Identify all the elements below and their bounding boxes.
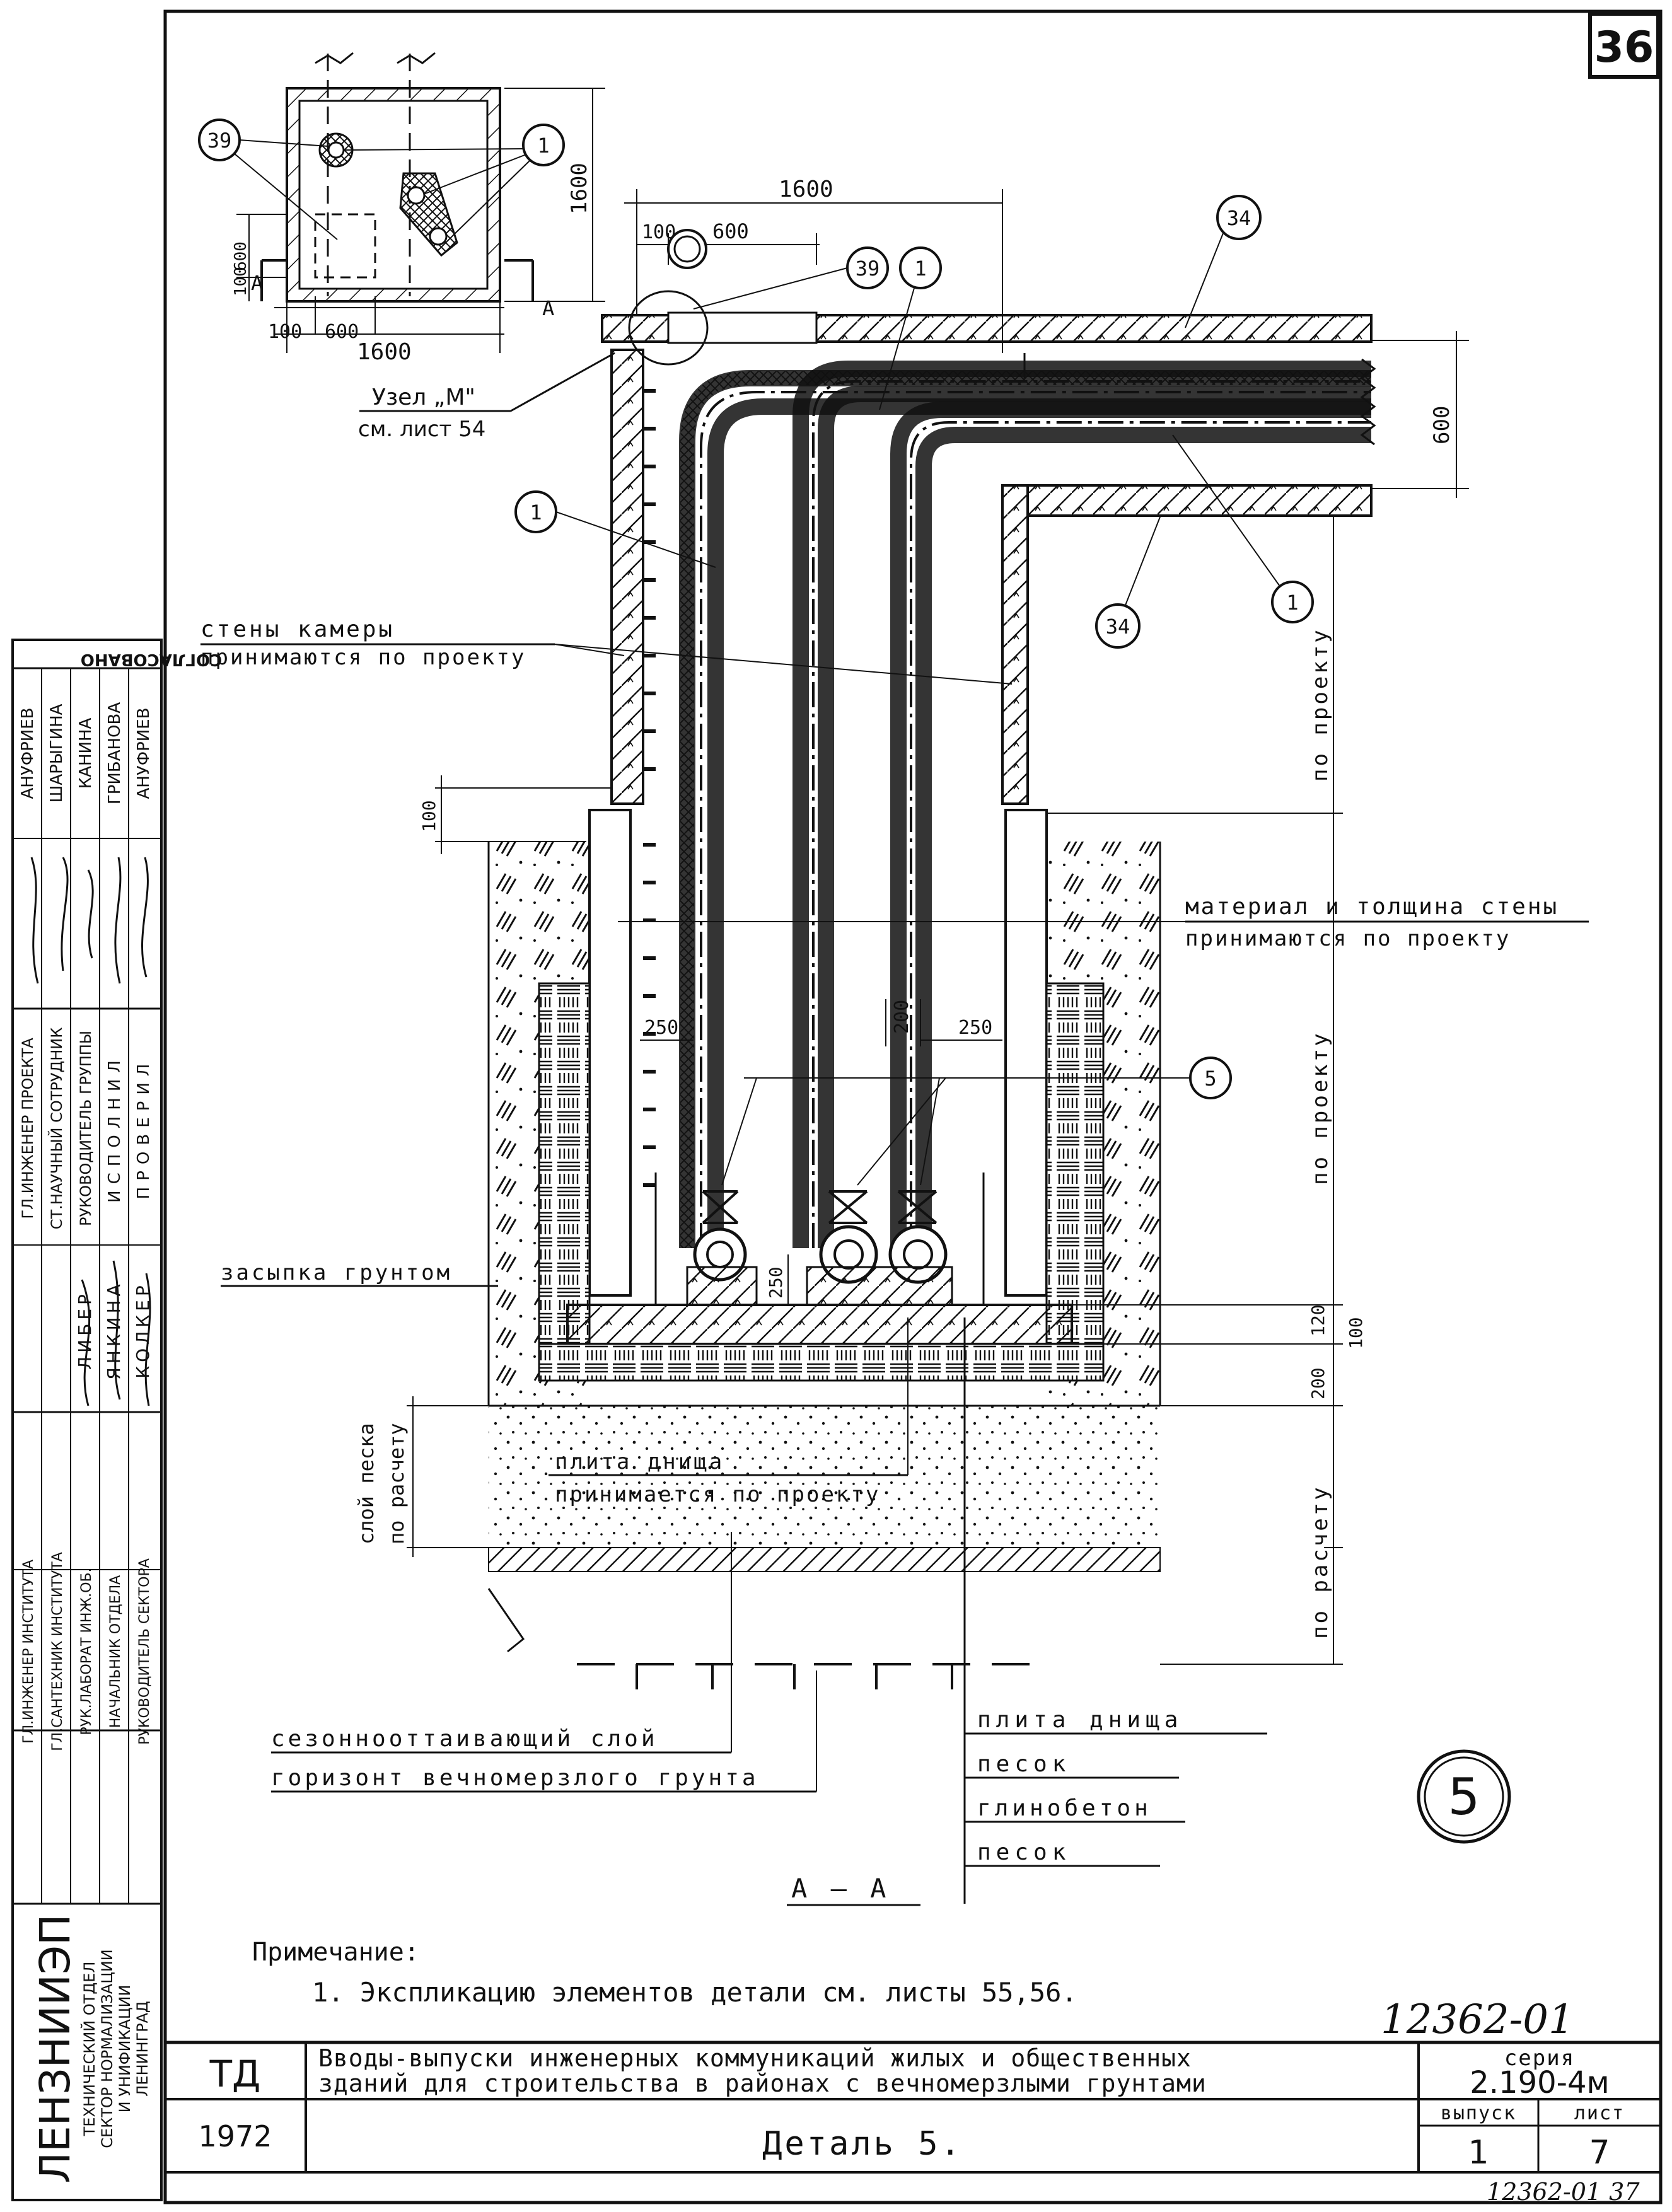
node-label: Узел „М" (372, 385, 475, 410)
layer-legend: плита днища песок глинобетон песок (963, 1317, 1267, 1904)
agreed-name-2: ШАРЫГИНА (47, 704, 66, 802)
issue-label: выпуск (1441, 2102, 1516, 2124)
title-line-1: Вводы-выпуски инженерных коммуникаций жи… (318, 2044, 1192, 2072)
plan-section-mark-right: A (542, 296, 554, 320)
material-label-2: принимаются по проекту (1185, 926, 1511, 951)
seasonal-layer-label: сезоннооттаивающий слой (271, 1726, 658, 1752)
note-block: Примечание: 1. Экспликацию элементов дет… (252, 1938, 1077, 2008)
legend-item-4: песок (977, 1839, 1071, 1865)
role-b-5: РУКОВОДИТЕЛЬ СЕКТОРА (137, 1558, 153, 1745)
signatures-agreed (30, 857, 149, 984)
legend-item-1: плита днища (977, 1707, 1183, 1733)
callout-1b: 1 (530, 501, 542, 524)
walls-label-2: принимаются по проекту (200, 645, 526, 670)
plan-dim-height: 1600 (567, 163, 592, 214)
archive-number: 12362-01 (1381, 1996, 1574, 2043)
dim-600-right: 600 (1429, 406, 1454, 444)
agreed-name-4: ГРИБАНОВА (105, 702, 124, 804)
org-name: ЛЕНЗНИИЭП (31, 1914, 79, 2183)
section-title: А — А (791, 1873, 890, 1904)
role-b-3: РУК.ЛАБОРАТ ИНЖ.ОБ. (79, 1568, 95, 1735)
sheet-label: лист (1574, 2102, 1625, 2124)
plan-section-mark-left: A (251, 271, 263, 295)
series-label: серия (1504, 2046, 1575, 2071)
by-project-1: по проекту (1308, 627, 1333, 782)
legend-item-2: песок (977, 1751, 1071, 1777)
dim-250-c: 250 (765, 1266, 786, 1299)
org-sub-4: ЛЕНИНГРАД (134, 2001, 151, 2097)
role-a-1: ГЛ.ИНЖЕНЕР ПРОЕКТА (19, 1038, 37, 1219)
dim-100-r: 100 (1345, 1317, 1366, 1349)
dim-100-left: 100 (419, 800, 439, 832)
callout-34b: 34 (1106, 615, 1130, 639)
role-a-5: ПРОВЕРИЛ (134, 1058, 153, 1200)
sheet-value: 7 (1589, 2134, 1610, 2172)
org-sub-3: И УНИФИКАЦИИ (116, 1985, 134, 2113)
role-b-2: ГЛ.САНТЕХНИК ИНСТИТУТА (50, 1552, 66, 1751)
name-a-1: ЛИБЕР (74, 1290, 95, 1370)
issue-value: 1 (1468, 2134, 1489, 2172)
signatures-a (81, 1260, 151, 1406)
dim-250-b: 250 (958, 1017, 992, 1039)
sand-layer-2: по расчету (385, 1423, 409, 1544)
plan-dim-100v: 100 (231, 267, 250, 296)
callout-34a: 34 (1227, 206, 1251, 230)
org-sub-2: СЕКТОР НОРМАЛИЗАЦИИ (98, 1949, 116, 2148)
td-label: ТД (209, 2053, 261, 2095)
agreed-name-3: КАНИНА (76, 718, 95, 789)
title-line-2: зданий для строительства в районах с веч… (318, 2070, 1207, 2097)
role-a-3: РУКОВОДИТЕЛЬ ГРУППЫ (77, 1031, 95, 1226)
plan-dim-width: 1600 (357, 339, 412, 365)
dim-600-top: 600 (712, 219, 749, 243)
agreed-name-5: АНУФРИЕВ (134, 708, 153, 799)
plan-callout-39: 39 (207, 129, 232, 153)
note-line-1: 1. Экспликацию элементов детали см. лист… (312, 1977, 1077, 2008)
agreed-label: СОГЛАСОВАНО (81, 650, 222, 669)
role-a-4: ИСПОЛНИЛ (105, 1054, 124, 1203)
sheet-corner-number: 36 (1594, 23, 1654, 72)
dim-120: 120 (1308, 1304, 1328, 1336)
role-b-1: ГЛ.ИНЖЕНЕР ИНСТИТУТА (21, 1560, 37, 1744)
series-value: 2.190-4м (1470, 2065, 1609, 2100)
dim-200: 200 (891, 1000, 913, 1034)
slab-label-1: плита днища (555, 1449, 724, 1474)
backfill-label: засыпка грунтом (221, 1260, 452, 1285)
sand-layer-1: слой песка (354, 1423, 378, 1544)
legend-item-3: глинобетон (977, 1795, 1152, 1821)
role-b-4: НАЧАЛЬНИК ОТДЕЛА (108, 1575, 124, 1728)
callout-39: 39 (856, 257, 880, 281)
plan-view: A A 1600 100 600 1600 600 100 39 1 Узел … (198, 52, 615, 442)
by-calc: по расчету (1308, 1485, 1333, 1639)
material-label-1: материал и толщина стены (1185, 894, 1559, 920)
agreed-name-1: АНУФРИЕВ (18, 708, 37, 799)
section-view: 1600 100 600 600 (200, 177, 1589, 1906)
plan-dim-600v: 600 (231, 241, 250, 271)
node-ref: см. лист 54 (358, 417, 485, 442)
plan-dim-600: 600 (325, 321, 359, 343)
by-project-2: по проекту (1308, 1031, 1333, 1185)
callout-5: 5 (1204, 1067, 1216, 1091)
year: 1972 (198, 2119, 272, 2153)
bottom-code: 12362-01 37 (1487, 2178, 1640, 2206)
slab-label-2: принимается по проекту (555, 1482, 880, 1507)
dim-1600: 1600 (779, 177, 833, 202)
detail-title: Деталь 5. (762, 2125, 963, 2163)
callout-1a: 1 (914, 257, 926, 281)
plan-dim-100: 100 (268, 321, 302, 343)
dim-250-a: 250 (644, 1017, 678, 1039)
role-a-2: СТ.НАУЧНЫЙ СОТРУДНИК (47, 1028, 66, 1230)
sheet-frame: 36 12362-01 37 (163, 9, 1663, 2206)
dim-200-r: 200 (1308, 1367, 1328, 1399)
org-sub-1: ТЕХНИЧЕСКИЙ ОТДЕЛ (80, 1962, 98, 2137)
note-heading: Примечание: (252, 1938, 419, 1967)
walls-label-1: стены камеры (200, 617, 395, 642)
permafrost-label: горизонт вечномерзлого грунта (271, 1765, 759, 1791)
side-stamp: СОГЛАСОВАНО АНУФРИЕВ ШАРЫГИНА КАНИНА ГРИ… (11, 639, 222, 2201)
title-block: ТД 1972 Вводы-выпуски инженерных коммуни… (165, 2041, 1661, 2172)
plan-callout-1: 1 (537, 134, 549, 158)
detail-number: 5 (1448, 1768, 1480, 1826)
callout-1c: 1 (1286, 591, 1298, 615)
name-a-2: ЯНКИНА (103, 1280, 124, 1380)
